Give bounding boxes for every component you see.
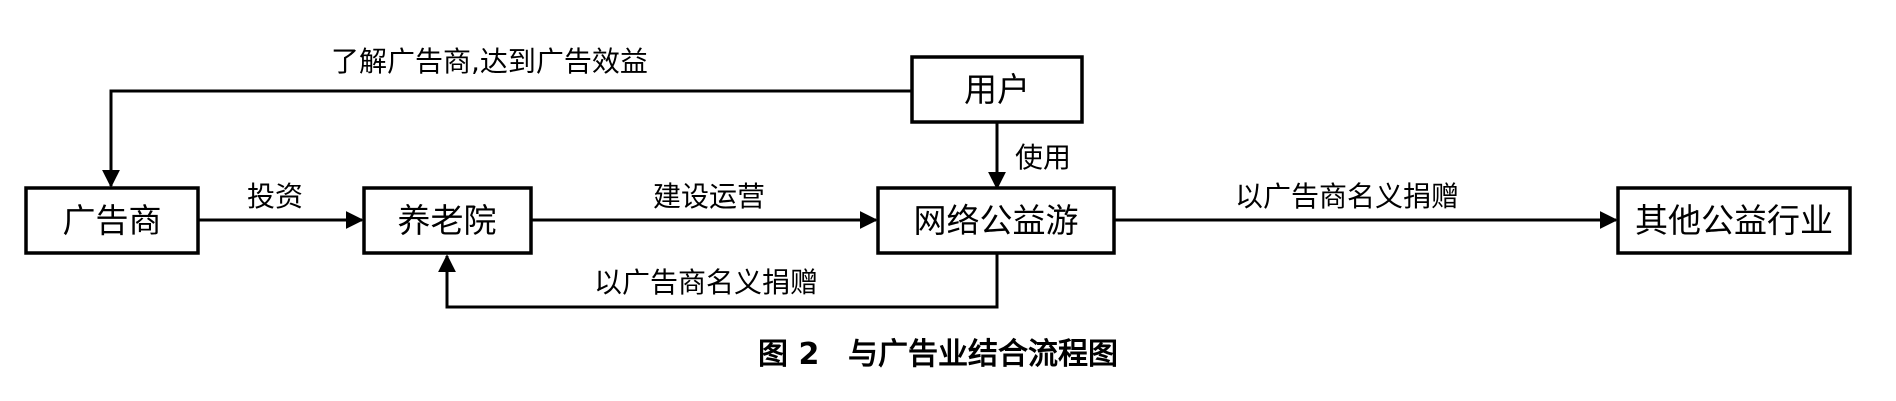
node-other-charity: 其他公益行业: [1616, 186, 1852, 255]
node-other-charity-label: 其他公益行业: [1635, 201, 1833, 240]
caption-number: 图 2: [758, 337, 819, 372]
node-nursing-home-label: 养老院: [398, 201, 497, 240]
edge-game-to-nursing: [438, 253, 999, 309]
node-network-game-label: 网络公益游: [914, 201, 1079, 240]
edge-label-user-to-advertiser: 了解广告商,达到广告效益: [331, 45, 648, 78]
caption-title: 与广告业结合流程图: [848, 337, 1118, 372]
node-user: 用户: [910, 55, 1084, 124]
node-network-game: 网络公益游: [876, 186, 1116, 255]
edge-label-game-to-other: 以广告商名义捐赠: [1235, 180, 1459, 213]
edge-label-user-to-game: 使用: [1015, 141, 1071, 174]
node-nursing-home: 养老院: [362, 186, 533, 255]
node-advertiser-label: 广告商: [63, 201, 162, 240]
node-advertiser: 广告商: [24, 186, 200, 255]
edge-label-game-to-nursing: 以广告商名义捐赠: [594, 266, 818, 299]
node-user-label: 用户: [964, 70, 1030, 109]
edge-label-nursing-to-game: 建设运营: [653, 180, 765, 213]
edge-label-advertiser-to-nursing: 投资: [247, 180, 303, 213]
edge-user-to-advertiser: [102, 89, 912, 188]
